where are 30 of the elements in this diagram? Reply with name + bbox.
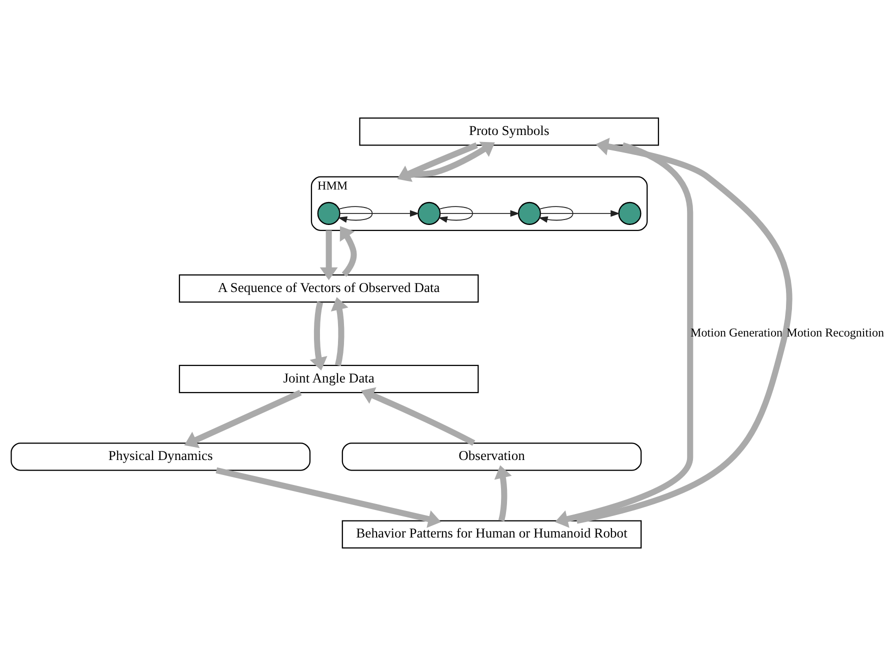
node-box: Joint Angle Data [178,364,479,394]
arrow [538,206,574,223]
arrow [338,206,373,223]
arrow [216,467,442,528]
arrow [554,142,694,528]
arrow [339,210,420,217]
arrow [494,465,512,522]
node-circle [418,202,441,225]
arrow [340,226,357,277]
arrow [330,297,348,366]
edge-label: Motion Generation [690,326,783,340]
node-box: Behavior Patterns for Human or Humanoid Robot [342,520,642,549]
node-box: Physical Dynamics [10,442,311,471]
arrow [310,302,328,370]
cluster: HMM [310,176,648,231]
arrow [576,138,792,524]
arrow [438,206,473,223]
arrow [440,210,520,217]
node-circle [618,202,642,225]
arrow [184,390,302,448]
arrow [320,230,338,280]
edge-label: Motion Recognition [786,326,884,340]
node-box: Observation [342,442,642,471]
arrow [397,142,478,182]
node-box: A Sequence of Vectors of Observed Data [178,274,479,303]
node-circle [317,202,340,225]
arrow [361,387,476,446]
node-box: Proto Symbols [359,117,660,146]
arrow [540,210,620,217]
node-circle [518,202,541,225]
